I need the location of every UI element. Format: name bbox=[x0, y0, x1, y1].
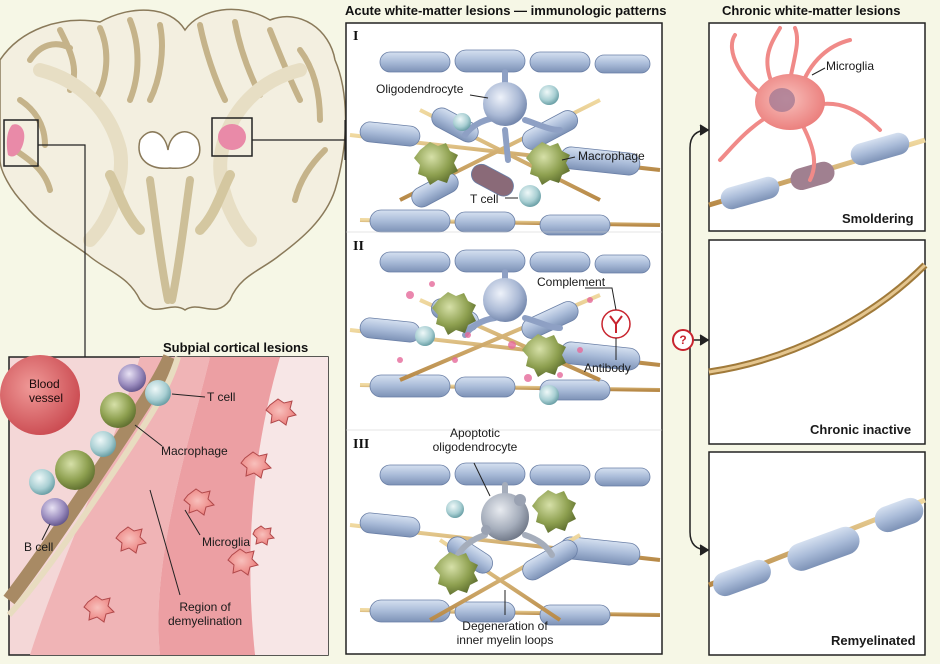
chronic-remyelinated-panel bbox=[708, 451, 926, 656]
branch-arrows bbox=[689, 124, 710, 556]
question-mark: ? bbox=[679, 333, 687, 347]
b-cell-label: B cell bbox=[24, 540, 54, 554]
degeneration-label-line2: inner myelin loops bbox=[456, 633, 554, 647]
smoldering-label: Smoldering bbox=[842, 211, 914, 226]
pattern-iii-artwork bbox=[349, 462, 661, 626]
chronic-inactive-panel bbox=[708, 239, 928, 445]
blood-vessel-label-line2: vessel bbox=[29, 391, 64, 405]
macrophage-label-subpial: Macrophage bbox=[161, 444, 228, 458]
chronic-smoldering-panel bbox=[708, 22, 926, 232]
pattern-ii-numeral: II bbox=[353, 239, 364, 254]
oligodendrocyte-label: Oligodendrocyte bbox=[376, 82, 464, 96]
coronal-brain-section bbox=[0, 8, 347, 311]
chronic-inactive-label: Chronic inactive bbox=[810, 422, 912, 437]
microglia-label-subpial: Microglia bbox=[202, 535, 251, 549]
connector-lines bbox=[38, 120, 346, 357]
subpial-header: Subpial cortical lesions bbox=[163, 340, 309, 355]
chronic-header: Chronic white-matter lesions bbox=[722, 3, 901, 18]
acute-header: Acute white-matter lesions — immunologic… bbox=[345, 3, 667, 18]
region-label-line1: Region of bbox=[179, 600, 231, 614]
complement-label: Complement bbox=[537, 275, 606, 289]
remyelinated-label: Remyelinated bbox=[831, 633, 916, 648]
subpial-panel bbox=[0, 354, 329, 656]
cortical-lesion bbox=[3, 119, 39, 167]
t-cell-label-i: T cell bbox=[470, 192, 499, 206]
pattern-ii-artwork bbox=[349, 249, 661, 405]
blood-vessel-label-line1: Blood bbox=[29, 377, 60, 391]
t-cell-label-subpial: T cell bbox=[207, 390, 236, 404]
pattern-i-numeral: I bbox=[353, 29, 359, 44]
antibody-label: Antibody bbox=[584, 361, 631, 375]
degeneration-label-line1: Degeneration of bbox=[462, 619, 548, 633]
apoptotic-label-line1: Apoptotic bbox=[449, 426, 501, 440]
white-matter-lesion bbox=[211, 117, 253, 157]
microglia-label-chronic: Microglia bbox=[826, 59, 875, 73]
apoptotic-label-line2: oligodendrocyte bbox=[432, 440, 518, 454]
macrophage-label-i: Macrophage bbox=[578, 149, 645, 163]
region-label-line2: demyelination bbox=[167, 614, 243, 628]
pattern-i-artwork bbox=[349, 49, 661, 236]
pattern-iii-numeral: III bbox=[353, 437, 370, 452]
question-circle bbox=[672, 329, 694, 351]
